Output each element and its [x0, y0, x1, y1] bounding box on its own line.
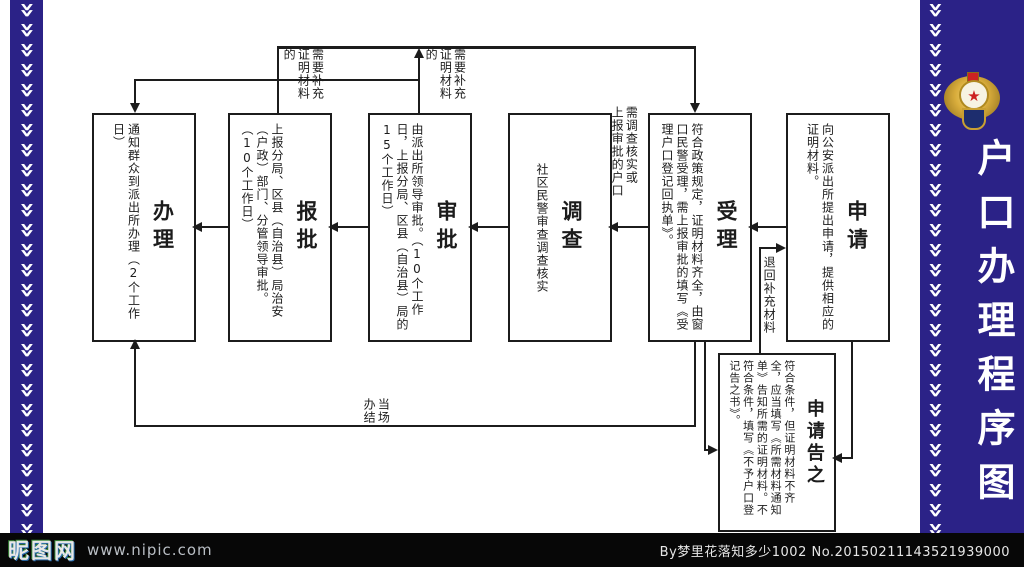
- flow-box-approval-body: 由派出所领导审批。（10个工作日，上报分局、区县（自治县）局的15个工作日）: [380, 123, 424, 331]
- badge-core: ★: [959, 80, 989, 110]
- connector-approval-to-handle: [135, 79, 419, 81]
- arrowhead-into-handle: [192, 222, 202, 232]
- flow-box-application-title: 申请: [844, 199, 869, 256]
- watermark-site-url: www.nipic.com: [87, 541, 213, 559]
- badge-star-icon: ★: [967, 87, 981, 105]
- flow-box-approval-title: 审批: [434, 199, 458, 256]
- arrowhead-into-handle-top: [130, 103, 140, 113]
- connector-notify-up: [759, 247, 761, 354]
- connector-report-to-handle: [192, 226, 228, 228]
- flow-box-handle: 办理通知群众到派出所办理（2个工作日）: [92, 113, 196, 342]
- arrowhead-approval-to-topline: [414, 48, 424, 58]
- flow-box-handle-body: 通知群众到派出所办理（2个工作日）: [111, 123, 141, 320]
- connector-onspot-left: [134, 348, 136, 427]
- connector-onspot-bottom: [135, 425, 696, 427]
- connector-accept-down-notify: [704, 338, 706, 451]
- flow-box-notification-body: 符合条件，但证明材料不齐全，应当填写《所需材料通知单》告知所需的证明材料。不符合…: [727, 360, 796, 516]
- arrowhead-into-notification-left: [708, 445, 718, 455]
- flow-box-investigation-title: 调查: [559, 199, 583, 256]
- flow-box-application-body: 向公安派出所提出申请，提供相应的证明材料。: [805, 123, 835, 331]
- label-on-spot: 当场 办结: [362, 398, 391, 424]
- watermark-site-name: 昵图网: [8, 539, 77, 563]
- connector-apply-down-notify: [851, 338, 853, 459]
- arrowhead-into-report-approval: [328, 222, 338, 232]
- connector-onspot-right: [694, 338, 696, 427]
- connector-topline-down-acceptance: [694, 46, 696, 104]
- connector-apply-notify-h: [842, 457, 853, 459]
- flow-box-handle-title: 办理: [150, 199, 175, 256]
- flow-box-investigation-body: 社区民警审查调查核实: [535, 162, 549, 293]
- arrowhead-into-application: [776, 243, 786, 253]
- label-need-investigation: 需调查核实或 上报审批的户口: [610, 106, 639, 197]
- flow-box-application: 申请向公安派出所提出申请，提供相应的证明材料。: [786, 113, 890, 342]
- police-badge-icon: ★: [942, 70, 1002, 136]
- flow-box-report-approval: 报批上报分局、区县（自治县）局治安（户政）部门、分管领导审批。（10个工作日）: [228, 113, 332, 342]
- watermark-credit: By梦里花落知多少1002 No.20150211143521939000: [659, 544, 1010, 560]
- arrowhead-into-acceptance: [748, 222, 758, 232]
- arrowhead-into-handle-bottom: [130, 339, 140, 349]
- connector-apply-to-accept: [748, 226, 786, 228]
- poster-title: 户口办理程序图: [971, 138, 1015, 516]
- flow-box-investigation: 调查社区民警审查调查核实: [508, 113, 612, 342]
- flow-box-acceptance: 受理符合政策规定，证明材料齐全，由窗口民警受理，需上报审批的填写《受理户口登记回…: [648, 113, 752, 342]
- connector-investigate-to-approve: [468, 226, 508, 228]
- flow-box-acceptance-title: 受理: [714, 199, 738, 256]
- connector-accept-notify-h: [704, 449, 709, 451]
- right-title-panel: «««««««««««««««««««««««««««« ★ 户口办理程序图: [920, 0, 1024, 567]
- arrowhead-into-approval: [468, 222, 478, 232]
- arrowhead-into-investigation: [608, 222, 618, 232]
- label-need-supplement-2: 需要补充 证明材料 的: [424, 48, 467, 100]
- chevron-border-left: ««««««««««««««««««««««««««««: [10, 0, 43, 567]
- connector-approve-to-report: [328, 226, 368, 228]
- label-need-supplement-1: 需要补充 证明材料 的: [282, 48, 325, 100]
- connector-handle-down: [134, 79, 136, 104]
- flow-box-notification: 申请告之符合条件，但证明材料不齐全，应当填写《所需材料通知单》告知所需的证明材料…: [718, 353, 836, 532]
- connector-notify-to-apply: [759, 247, 777, 249]
- badge-shield: [962, 108, 986, 130]
- flow-box-report-approval-body: 上报分局、区县（自治县）局治安（户政）部门、分管领导审批。（10个工作日）: [240, 123, 284, 318]
- arrowhead-into-acceptance-top: [690, 103, 700, 113]
- flow-box-acceptance-body: 符合政策规定，证明材料齐全，由窗口民警受理，需上报审批的填写《受理户口登记回执单…: [660, 123, 704, 331]
- flow-box-notification-title: 申请告之: [803, 398, 825, 487]
- flow-box-report-approval-title: 报批: [294, 199, 318, 256]
- connector-top-return: [277, 46, 696, 49]
- label-return-supplement: 退回补充材料: [762, 256, 777, 334]
- arrowhead-into-notification-right: [832, 453, 842, 463]
- connector-approval-up: [418, 56, 420, 113]
- connector-accept-to-investigate: [608, 226, 648, 228]
- flow-box-approval: 审批由派出所领导审批。（10个工作日，上报分局、区县（自治县）局的15个工作日）: [368, 113, 472, 342]
- watermark-bar: 昵图网 www.nipic.com By梦里花落知多少1002 No.20150…: [0, 533, 1024, 567]
